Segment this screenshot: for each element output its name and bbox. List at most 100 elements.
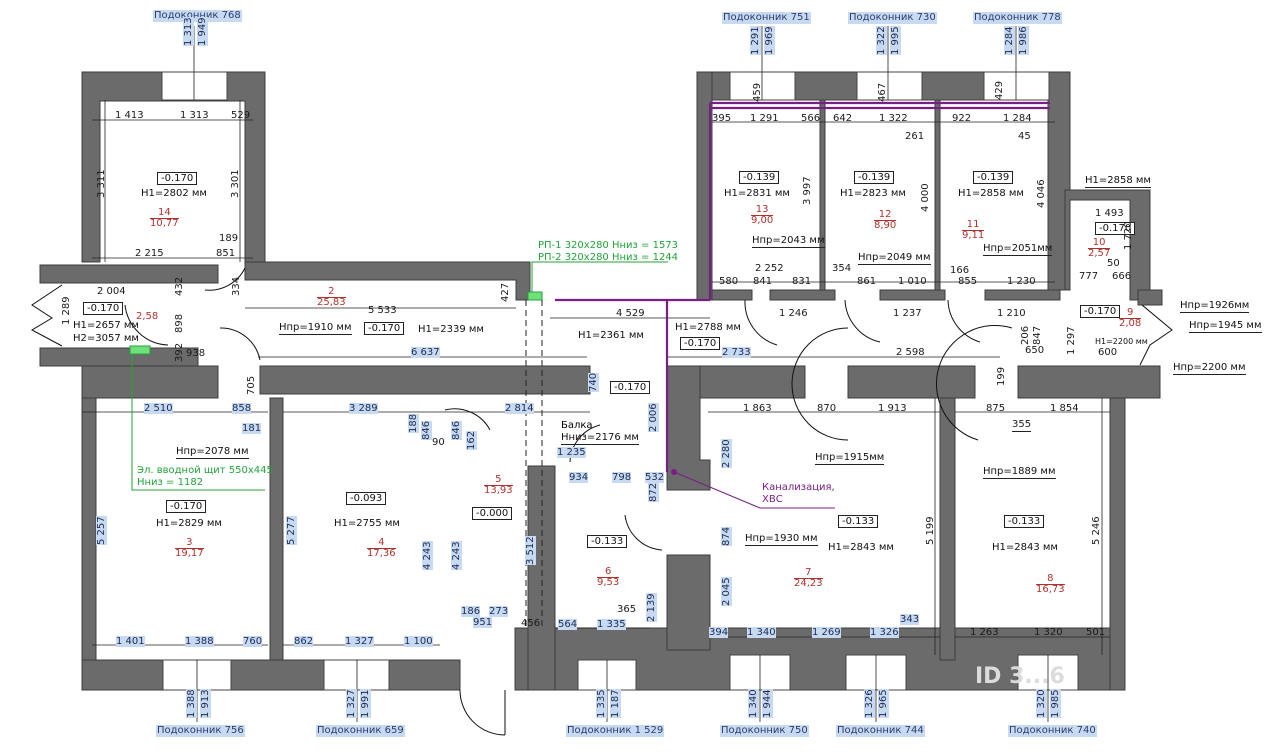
dim: 4 529	[616, 308, 645, 319]
vent-grille	[527, 291, 543, 301]
room-number: 8	[1036, 574, 1065, 585]
panel-note-2: Hниз = 1182	[137, 477, 204, 488]
dim: 273	[489, 606, 509, 617]
ceiling-height: H1=2788 мм	[675, 322, 741, 333]
dim: 343	[900, 614, 920, 625]
dim: 90	[432, 437, 445, 448]
doors	[30, 267, 1173, 736]
room-area: 19,17	[175, 548, 204, 559]
dim: 50	[1107, 258, 1120, 269]
dim: 777	[1079, 271, 1099, 282]
sill-label-744: Подоконник 744	[836, 725, 925, 737]
dim: 934	[569, 472, 589, 483]
floor-level: -0.000	[472, 507, 513, 520]
wall-left-outer	[81, 397, 97, 691]
ceiling-height: H1=2200 мм	[1095, 337, 1148, 346]
dim: 580	[719, 276, 739, 287]
dim: 1 401	[116, 636, 145, 647]
ceiling-height: H1=2339 мм	[418, 324, 484, 335]
window-768	[161, 71, 228, 101]
dim: 2 004	[97, 286, 126, 297]
walls	[39, 71, 1163, 691]
dim: 740	[588, 372, 599, 392]
dim: 3 301	[230, 169, 241, 198]
floor-level: -0.170	[157, 172, 198, 185]
dim: 862	[294, 636, 314, 647]
dim: 872	[648, 482, 659, 502]
sill-label-756: Подоконник 756	[156, 725, 245, 737]
door-height: Hпр=2043 мм	[752, 235, 825, 248]
dim: 3 311	[96, 169, 107, 198]
room-number: 13	[751, 205, 774, 216]
dim: 851	[216, 248, 236, 259]
dim: 354	[832, 263, 852, 274]
wall-room9-right	[1137, 289, 1163, 306]
sill-label-740: Подоконник 740	[1008, 725, 1097, 737]
room-area: 2,08	[1119, 318, 1142, 329]
dim: 459	[752, 82, 763, 102]
floor-level: -0.133	[838, 515, 879, 528]
sewer-note-1: Канализация,	[762, 482, 835, 493]
sill-dim: 1 335	[596, 689, 607, 718]
dim: 1 237	[893, 308, 922, 319]
dim: 2 006	[648, 403, 659, 432]
door-height: Hпр=2051мм	[983, 243, 1053, 256]
dim: 2 045	[721, 577, 732, 606]
dim: 798	[612, 472, 632, 483]
wall-partition-3-4	[269, 397, 284, 661]
dim: 861	[857, 276, 877, 287]
sill-dim: 1 340	[748, 689, 759, 718]
dim: 922	[952, 113, 972, 124]
ceiling-height: H1=2361 мм	[578, 330, 644, 341]
dim: 365	[617, 604, 637, 615]
ceiling-height: H1=2843 мм	[828, 542, 894, 553]
dim: 3 997	[802, 176, 813, 205]
dim: 5 246	[1091, 516, 1102, 545]
dim: 841	[753, 276, 773, 287]
room-number: 9	[1119, 308, 1142, 319]
door-height: Hпр=1930 мм	[745, 533, 818, 546]
dim: 395	[712, 113, 732, 124]
dim: 432	[174, 276, 185, 296]
wall-room10	[1064, 189, 1151, 301]
wall-bottom-left	[81, 659, 461, 691]
dim: 529	[231, 110, 251, 121]
dim: 564	[558, 619, 578, 630]
room-area: 17,36	[367, 548, 396, 559]
dim: 4 243	[422, 541, 433, 570]
dim: 898	[174, 313, 185, 333]
dimension-lines	[82, 100, 1110, 655]
door-swing-8	[935, 325, 1013, 441]
dim: 600	[1098, 347, 1118, 358]
dim: 1 913	[878, 403, 907, 414]
sill-dim: 1 949	[197, 17, 208, 46]
floor-level: -0.170	[1080, 305, 1121, 318]
room-area: 13,93	[484, 485, 513, 496]
vent-note-1: РП-1 320х280 Hниз = 1573	[538, 240, 679, 251]
room-area: 8,90	[874, 220, 897, 231]
dim: 1 263	[970, 627, 999, 638]
door-entrance-west	[30, 284, 63, 347]
room-number: 7	[794, 568, 823, 579]
dim: 166	[950, 265, 970, 276]
dim: 846	[421, 420, 432, 440]
dim: 1 235	[557, 447, 586, 458]
dim: 1 100	[404, 636, 433, 647]
dim: 45	[1018, 131, 1031, 142]
dim: 1 320	[1034, 627, 1063, 638]
sill-label-751: Подоконник 751	[722, 12, 811, 24]
dim: 1 010	[898, 276, 927, 287]
dim: 4 046	[1036, 179, 1047, 208]
dim: 162	[466, 430, 477, 450]
sewer-note-2: ХВС	[762, 494, 783, 505]
door-height: Hпр=1910 мм	[279, 322, 352, 335]
dim: 874	[721, 526, 732, 546]
dim: 760	[243, 636, 263, 647]
dim: 2 598	[896, 347, 925, 358]
dim: 831	[792, 276, 812, 287]
sill-label-659: Подоконник 659	[316, 725, 405, 737]
sill-dim: 1 995	[890, 26, 901, 55]
